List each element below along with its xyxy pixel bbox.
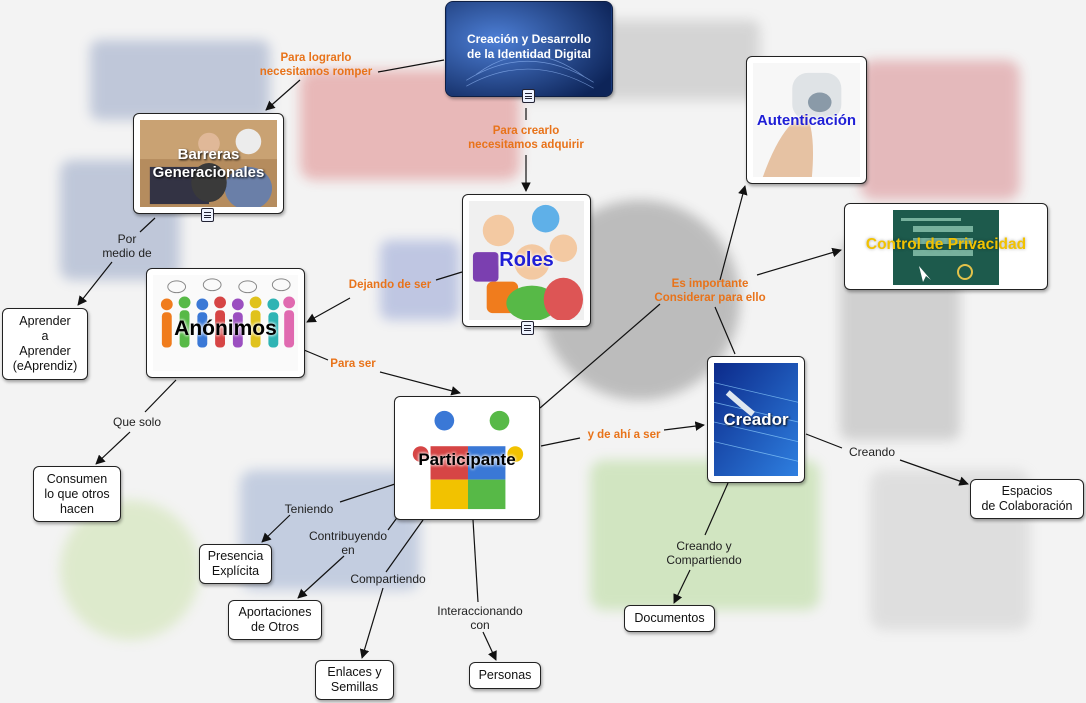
node-participante-label: Participante	[418, 450, 516, 469]
privacidad-image	[893, 210, 999, 285]
link-label-creando: Creando	[848, 445, 896, 459]
link-label-lograrlo: Para lograrlo necesitamos romper	[259, 52, 373, 78]
node-creador-label: Creador	[723, 409, 789, 429]
participante-image	[401, 403, 533, 513]
node-barreras-generacionales[interactable]: Barreras Generacionales	[133, 113, 284, 214]
link-label-crearlo: Para crearlo necesitamos adquirir	[468, 125, 584, 151]
creador-image-frame: Creador	[714, 363, 798, 476]
link-label-para-ser: Para ser	[330, 358, 376, 370]
creador-image	[714, 363, 798, 476]
document-icon[interactable]	[521, 321, 534, 335]
node-roles-label: Roles	[499, 249, 554, 271]
node-autenticacion[interactable]: Autenticación	[746, 56, 867, 184]
link-label-de-ahi: y de ahí a ser	[587, 429, 661, 441]
node-autenticacion-label: Autenticación	[756, 111, 857, 129]
link-label-dejando: Dejando de ser	[348, 279, 432, 291]
link-label-creando-compartiendo: Creando y Compartiendo	[666, 539, 742, 567]
privacidad-image-frame	[893, 210, 999, 285]
document-icon[interactable]	[201, 208, 214, 222]
node-anonimos[interactable]: Anónimos	[146, 268, 305, 378]
link-label-teniendo: Teniendo	[284, 502, 334, 516]
roles-image-frame: Roles	[469, 201, 584, 320]
link-label-por-medio: Por medio de	[102, 232, 152, 260]
node-roles[interactable]: Roles	[462, 194, 591, 327]
link-label-contribuyendo: Contribuyendo en	[308, 529, 388, 557]
node-identidad-digital-label: Creación y Desarrollo de la Identidad Di…	[466, 32, 592, 61]
link-label-interaccionando: Interaccionando con	[437, 604, 523, 632]
roles-image	[469, 201, 584, 320]
document-icon[interactable]	[522, 89, 535, 103]
node-creador[interactable]: Creador	[707, 356, 805, 483]
link-label-compartiendo: Compartiendo	[350, 572, 426, 586]
identidad-digital-image	[446, 2, 612, 96]
node-privacidad-label: Control de Privacidad	[865, 236, 1027, 253]
node-identidad-digital[interactable]: Creación y Desarrollo de la Identidad Di…	[445, 1, 613, 97]
node-presencia[interactable]: Presencia Explícita	[199, 544, 272, 584]
node-personas[interactable]: Personas	[469, 662, 541, 689]
autenticacion-image-frame: Autenticación	[753, 63, 860, 177]
node-aportaciones[interactable]: Aportaciones de Otros	[228, 600, 322, 640]
link-label-que-solo: Que solo	[112, 415, 162, 429]
node-anonimos-label: Anónimos	[174, 317, 277, 340]
link-label-importante: Es importante Considerar para ello	[654, 278, 766, 304]
participante-image-frame: Participante	[401, 403, 533, 513]
barreras-image-frame: Barreras Generacionales	[140, 120, 277, 207]
node-documentos[interactable]: Documentos	[624, 605, 715, 632]
node-participante[interactable]: Participante	[394, 396, 540, 520]
node-aprender[interactable]: Aprender a Aprender (eAprendiz)	[2, 308, 88, 380]
autenticacion-image	[753, 63, 860, 177]
anonimos-image-frame: Anónimos	[153, 275, 298, 371]
barreras-image	[140, 120, 277, 207]
anonimos-image	[153, 275, 298, 371]
node-enlaces[interactable]: Enlaces y Semillas	[315, 660, 394, 700]
node-barreras-label: Barreras Generacionales	[152, 145, 265, 181]
node-espacios[interactable]: Espacios de Colaboración	[970, 479, 1084, 519]
node-consumen[interactable]: Consumen lo que otros hacen	[33, 466, 121, 522]
node-control-privacidad[interactable]: Control de Privacidad	[844, 203, 1048, 290]
